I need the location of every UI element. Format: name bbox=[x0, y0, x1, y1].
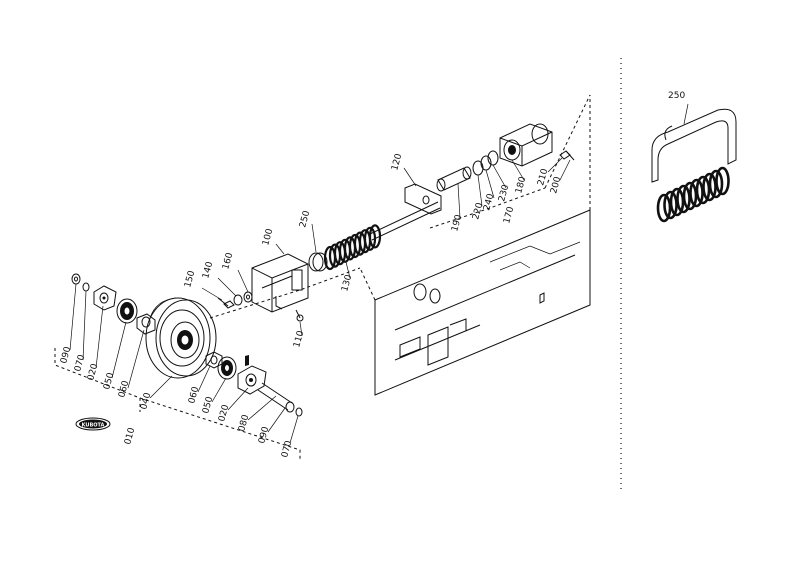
label-250-detail: 250 bbox=[668, 91, 685, 101]
part-050-bearing-right bbox=[217, 356, 237, 380]
label-070: 070 bbox=[73, 353, 87, 372]
part-110-bolt bbox=[295, 309, 304, 322]
label-180: 180 bbox=[514, 175, 528, 194]
label-050-right: 050 bbox=[201, 395, 215, 414]
label-160: 160 bbox=[221, 251, 235, 270]
label-040: 040 bbox=[139, 391, 153, 410]
part-190-sleeve bbox=[436, 166, 472, 192]
spring-coil bbox=[695, 175, 711, 205]
label-070-right: 070 bbox=[280, 439, 294, 458]
spring-coil bbox=[715, 166, 730, 196]
part-070-washer bbox=[82, 282, 90, 292]
part-020-cap-right bbox=[237, 355, 267, 395]
spring-coil bbox=[669, 187, 685, 217]
label-140: 140 bbox=[201, 260, 215, 279]
label-130: 130 bbox=[340, 273, 354, 292]
part-080-shaft bbox=[257, 382, 295, 413]
part-060-bush bbox=[136, 313, 156, 335]
part-150-bolt bbox=[217, 297, 235, 309]
label-020: 020 bbox=[86, 362, 100, 381]
label-060-right: 060 bbox=[187, 385, 201, 404]
spring-coil bbox=[702, 172, 717, 202]
label-090: 090 bbox=[59, 345, 73, 364]
label-230: 230 bbox=[497, 183, 511, 202]
part-100-fork-bracket bbox=[251, 253, 309, 313]
part-210-nipple bbox=[559, 150, 575, 161]
spring-coil bbox=[708, 169, 724, 199]
label-100: 100 bbox=[261, 227, 275, 246]
detail-250-cover bbox=[651, 103, 737, 183]
track-frame bbox=[359, 94, 591, 396]
label-210: 210 bbox=[536, 167, 550, 186]
label-010: 010 bbox=[123, 426, 137, 445]
label-090-right: 090 bbox=[257, 425, 271, 444]
part-090-washer bbox=[71, 273, 81, 285]
label-050: 050 bbox=[102, 371, 116, 390]
part-130-spring bbox=[323, 224, 382, 271]
part-250-collar bbox=[308, 252, 328, 272]
part-labels: 090 070 020 050 060 040 010 060 050 020 … bbox=[59, 152, 563, 458]
leader-lines bbox=[69, 157, 571, 444]
part-160-nut bbox=[243, 291, 253, 303]
label-170: 170 bbox=[502, 205, 516, 224]
spring-coil bbox=[656, 193, 672, 223]
part-060-bush-right bbox=[205, 351, 223, 369]
label-020-right: 020 bbox=[217, 403, 231, 422]
label-220: 220 bbox=[471, 201, 485, 220]
spring-coil bbox=[676, 184, 691, 214]
label-120: 120 bbox=[390, 152, 404, 171]
spring-coil bbox=[663, 190, 678, 220]
kubota-logo-text: KUBOTA bbox=[82, 423, 105, 429]
part-140-washer bbox=[233, 294, 243, 306]
label-110: 110 bbox=[292, 329, 306, 348]
label-240: 240 bbox=[482, 192, 496, 211]
label-250: 250 bbox=[298, 209, 312, 228]
spring-coil bbox=[682, 181, 698, 211]
part-050-bearing bbox=[116, 298, 138, 324]
kubota-logo: KUBOTA bbox=[75, 417, 111, 431]
label-190: 190 bbox=[450, 213, 464, 232]
part-180-housing bbox=[499, 123, 553, 167]
spring-coil bbox=[689, 178, 704, 208]
part-040-idler-wheel bbox=[145, 297, 217, 379]
detail-spring bbox=[656, 166, 730, 223]
part-020-cap bbox=[93, 285, 117, 311]
assembly-boundary bbox=[54, 187, 546, 460]
label-200: 200 bbox=[549, 175, 563, 194]
label-060: 060 bbox=[117, 379, 131, 398]
label-080: 080 bbox=[237, 413, 251, 432]
label-150: 150 bbox=[183, 269, 197, 288]
part-070-washer-right bbox=[295, 407, 303, 417]
